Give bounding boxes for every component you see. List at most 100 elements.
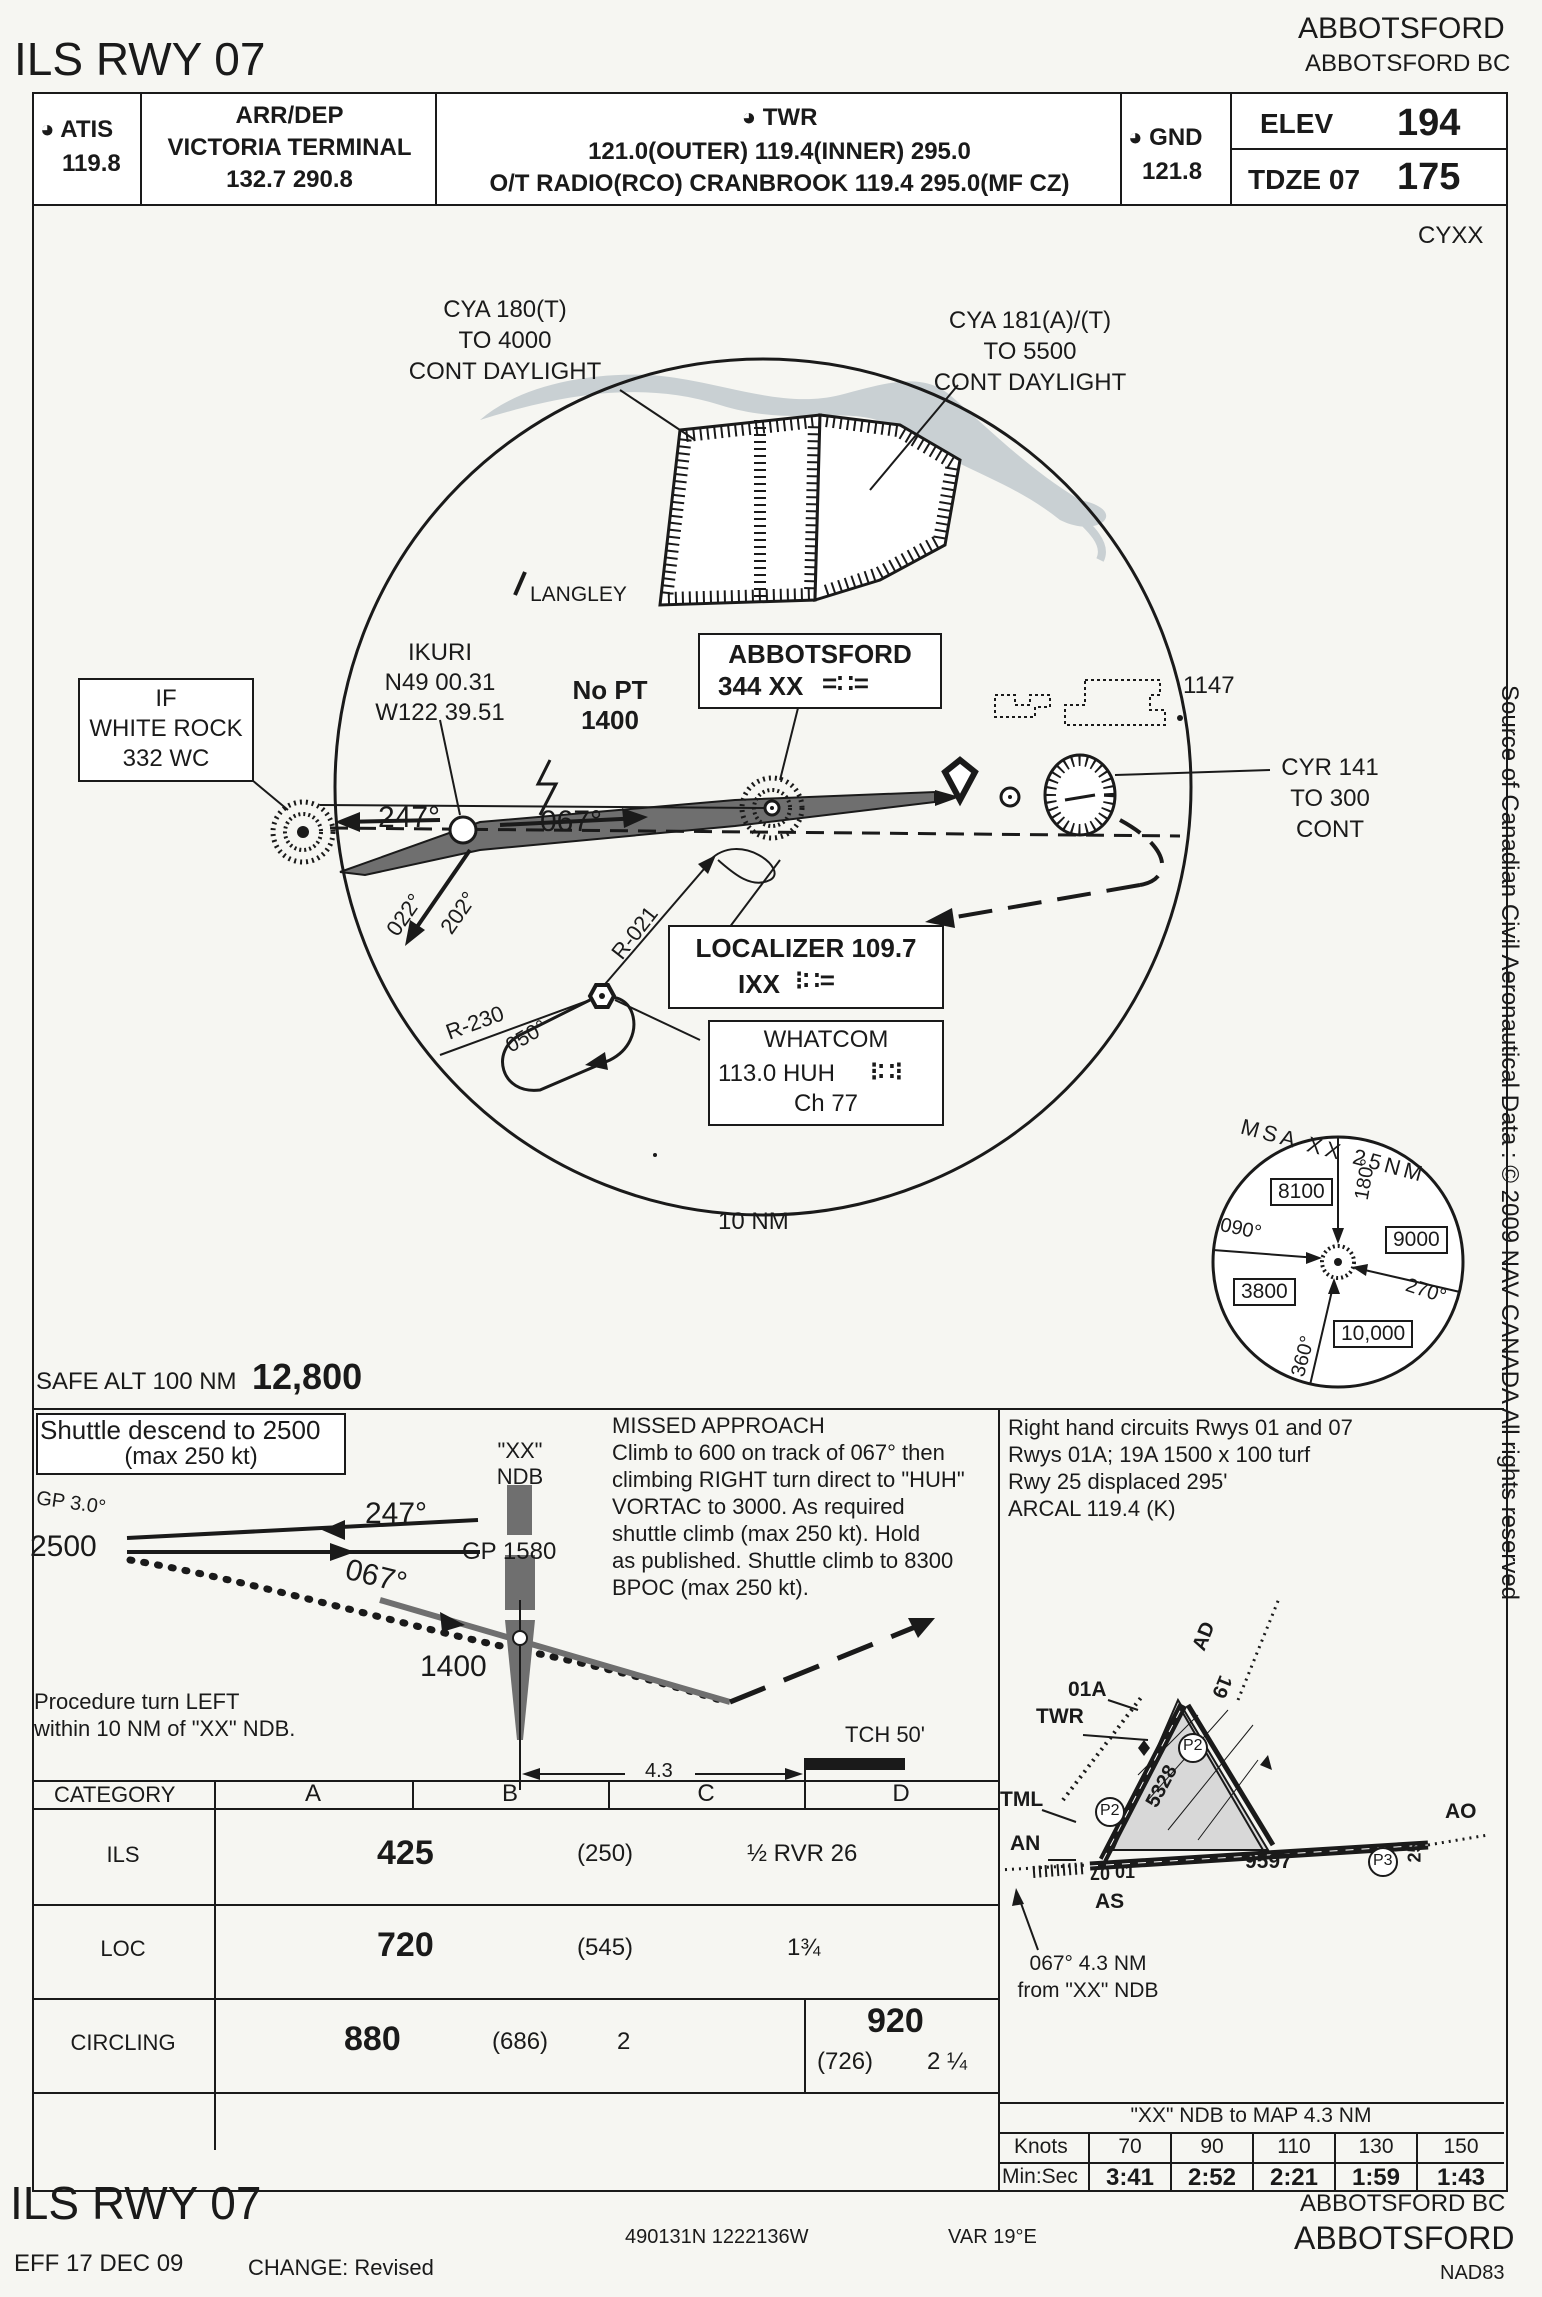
- profile-distance: 4.3: [645, 1760, 673, 1782]
- tdze-label: TDZE 07: [1248, 164, 1361, 195]
- cya180-line2: TO 4000: [458, 327, 552, 354]
- circling-d-mda: 920: [867, 2002, 924, 2040]
- msa-box-3800: 3800: [1233, 1278, 1296, 1306]
- if-ident: 332 WC: [122, 745, 210, 772]
- missed-line5: as published. Shuttle climb to 8300: [612, 1548, 954, 1573]
- runway-01-label: 01: [1115, 1862, 1136, 1882]
- arrdep-name: VICTORIA TERMINAL: [167, 134, 412, 161]
- whatcom-channel: Ch 77: [793, 1090, 859, 1117]
- course-247-label: 247°: [378, 801, 441, 834]
- parking-p2-north: [1178, 1733, 1208, 1763]
- missed-line3: VORTAC to 3000. As required: [612, 1494, 905, 1519]
- cya180-line1: CYA 180(T): [443, 296, 567, 323]
- msa-box-8100: 8100: [1270, 1178, 1333, 1206]
- ikuri-lat: N49 00.31: [384, 669, 496, 696]
- loc-label: LOC: [100, 1936, 146, 1961]
- knots-label: Knots: [1014, 2135, 1068, 2158]
- ground-cell: ◕ GND 121.8: [1120, 92, 1234, 206]
- cyr-line1: CYR 141: [1281, 754, 1379, 781]
- range-ring-label: 10 NM: [718, 1208, 789, 1235]
- ndb-info: 344 XX: [718, 671, 804, 701]
- category-d: D: [892, 1780, 910, 1807]
- procedure-turn-line1: Procedure turn LEFT: [34, 1689, 240, 1714]
- time-70: 3:41: [1105, 2164, 1155, 2191]
- offset-line1: 067° 4.3 NM: [1029, 1952, 1147, 1975]
- gp-altitude: GP 1580: [462, 1538, 557, 1565]
- localizer-ident: IXX: [738, 969, 780, 999]
- parking-p2-west: [1095, 1797, 1125, 1827]
- missed-line6: BPOC (max 250 kt).: [612, 1575, 809, 1600]
- ikuri-lon: W122 39.51: [375, 699, 505, 726]
- cya181-line3: CONT DAYLIGHT: [933, 369, 1127, 396]
- runway-length-9597: 9597: [1245, 1850, 1292, 1873]
- twr-freqs: 121.0(OUTER) 119.4(INNER) 295.0: [588, 138, 971, 165]
- localizer-morse: ⁝∷=: [795, 965, 835, 995]
- note-line3: Rwy 25 displaced 295': [1008, 1469, 1228, 1494]
- river: [480, 374, 1107, 527]
- datum: NAD83: [1440, 2262, 1505, 2284]
- city-name: ABBOTSFORD: [1298, 12, 1505, 45]
- loc-hat: (545): [577, 1934, 634, 1961]
- safe-alt-label: SAFE ALT 100 NM: [36, 1368, 237, 1395]
- localizer-box: LOCALIZER 109.7 IXX ⁝∷=: [668, 925, 944, 1009]
- langley-label: LANGLEY: [530, 583, 627, 606]
- change-note: CHANGE: Revised: [248, 2255, 434, 2280]
- note-line1: Right hand circuits Rwys 01 and 07: [1008, 1415, 1353, 1440]
- profile-divider: [32, 1408, 1504, 1410]
- white-rock-ndb: [270, 799, 336, 865]
- safe-alt-value: 12,800: [252, 1356, 363, 1397]
- abbotsford-ndb: [739, 775, 805, 841]
- timing-title: "XX" NDB to MAP 4.3 NM: [1130, 2104, 1372, 2127]
- ao-label: AO: [1445, 1800, 1477, 1823]
- note-line4: ARCAL 119.4 (K): [1008, 1496, 1176, 1521]
- runway-07-25: [1089, 1840, 1429, 1871]
- if-label: IF: [155, 685, 177, 712]
- whatcom-vortac: [587, 983, 617, 1009]
- course-067-label: 067°: [540, 805, 603, 838]
- timing-table: "XX" NDB to MAP 4.3 NM Knots Min:Sec 70 …: [998, 2102, 1504, 2192]
- airport-diagram: [998, 1597, 1489, 1951]
- knots-130: 130: [1358, 2135, 1394, 2158]
- whatcom-freq: 113.0 HUH: [718, 1060, 835, 1087]
- circling-d-visibility: 2 ¼: [927, 2048, 968, 2075]
- knots-110: 110: [1277, 2135, 1311, 2158]
- loc-mda: 720: [377, 1926, 434, 1964]
- gnd-label: GND: [1149, 124, 1203, 151]
- holding-pattern: [501, 996, 636, 1092]
- knots-70: 70: [1118, 2135, 1142, 2158]
- atis-freq: 119.8: [62, 150, 121, 177]
- obstacle-elevation: 1147: [1183, 672, 1235, 699]
- footer-title: ILS RWY 07: [10, 2177, 262, 2229]
- missed-approach-track: [1119, 818, 1164, 887]
- cya181-line1: CYA 181(A)/(T): [948, 307, 1112, 334]
- built-up-area: [994, 679, 1166, 726]
- if-name: WHITE ROCK: [89, 715, 243, 742]
- footer-city-province: ABBOTSFORD BC: [1300, 2190, 1506, 2217]
- parking-p3: [1368, 1847, 1398, 1877]
- category-b: B: [501, 1780, 518, 1807]
- ils-hat: (250): [577, 1840, 634, 1867]
- procedure-turn-line2: within 10 NM of "XX" NDB.: [34, 1716, 296, 1741]
- atis-label: ATIS: [60, 116, 114, 143]
- profile-ndb-label: NDB: [496, 1464, 544, 1489]
- missed-line2: climbing RIGHT turn direct to "HUH": [612, 1467, 965, 1492]
- loc-visibility: 1¾: [787, 1934, 821, 1961]
- localizer-freq: LOCALIZER 109.7: [695, 933, 917, 963]
- runway-01a-label: 01A: [1068, 1678, 1107, 1701]
- shuttle-line1: Shuttle descend to 2500: [40, 1415, 321, 1445]
- city-province: ABBOTSFORD BC: [1305, 50, 1511, 77]
- cyr-line3: CONT: [1296, 816, 1364, 843]
- radial-230: [439, 999, 591, 1056]
- airport-symbol: [941, 756, 979, 807]
- ikuri-fix: [448, 815, 478, 845]
- shuttle-box: Shuttle descend to 2500 (max 250 kt): [36, 1413, 346, 1475]
- chart-title: ILS RWY 07: [14, 33, 266, 85]
- circling-abc-hat: (686): [492, 2028, 549, 2055]
- whatcom-name: WHATCOM: [763, 1026, 889, 1053]
- missed-line1: Climb to 600 on track of 067° then: [612, 1440, 945, 1465]
- knots-90: 90: [1200, 2135, 1224, 2158]
- category-a: A: [304, 1780, 321, 1807]
- elevation-cell: ELEV 194: [1230, 92, 1508, 152]
- category-c: C: [697, 1780, 715, 1807]
- no-pt-alt: 1400: [581, 705, 639, 735]
